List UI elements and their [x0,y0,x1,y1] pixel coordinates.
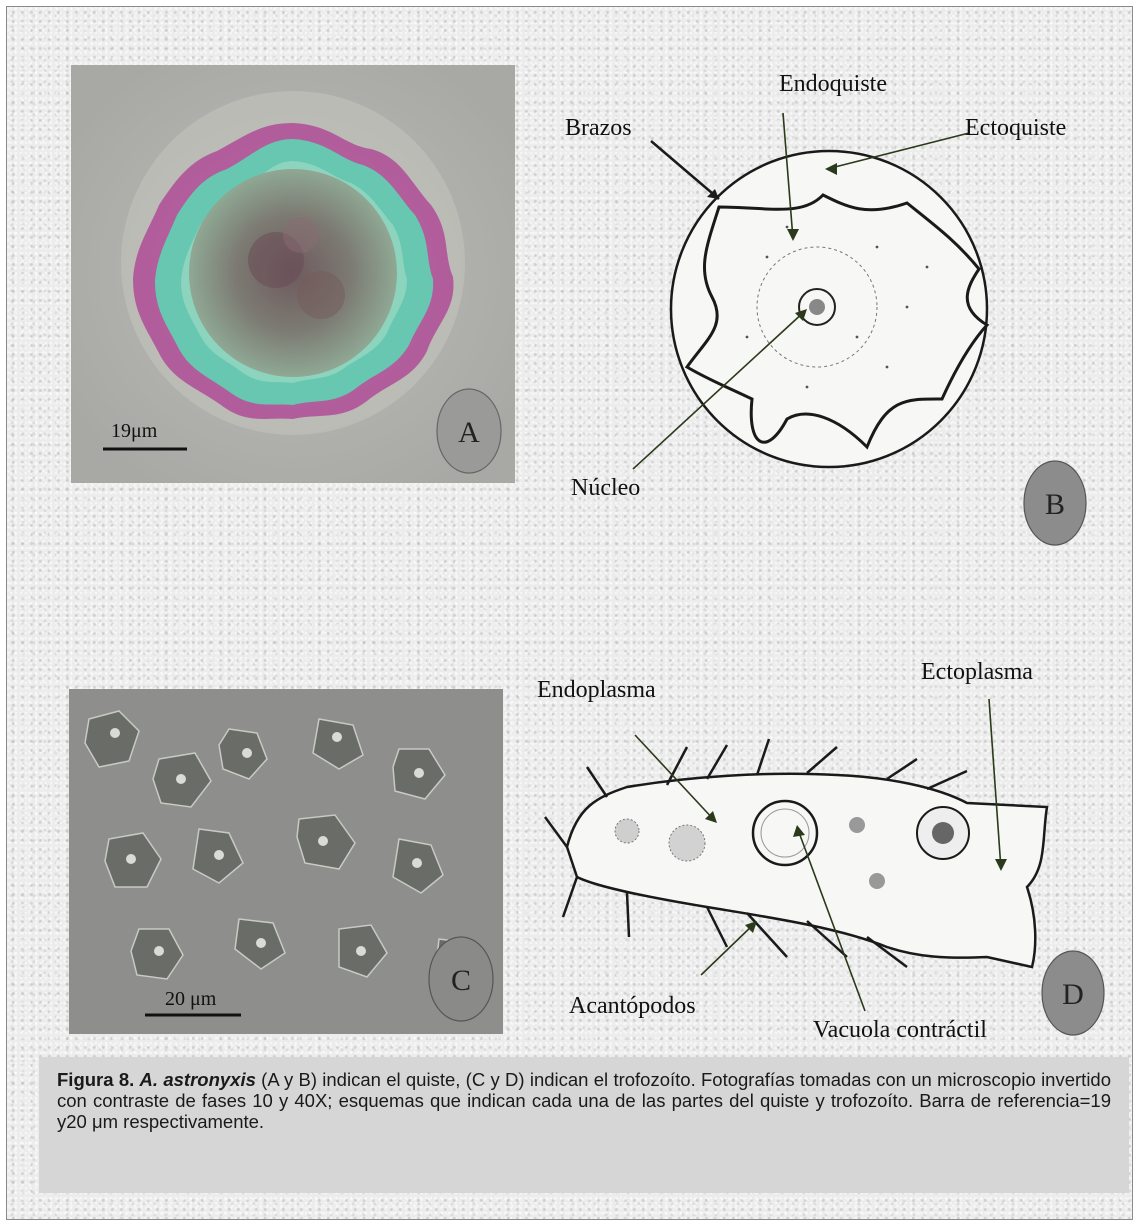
trophozoite-diagram [545,699,1047,1011]
figure-frame: 19μm A Endoquiste [6,6,1133,1220]
figure-caption: Figura 8. A. astronyxis (A y B) indican … [39,1057,1129,1193]
figure-label: Figura 8. [57,1069,134,1090]
species-name: A. astronyxis [140,1069,256,1090]
label-vacuola: Vacuola contráctil [813,1017,987,1043]
label-ectoplasma: Ectoplasma [921,659,1033,685]
label-acantopodos: Acantópodos [569,993,696,1019]
panel-d-letter: D [1062,978,1084,1011]
label-endoplasma: Endoplasma [537,677,656,703]
